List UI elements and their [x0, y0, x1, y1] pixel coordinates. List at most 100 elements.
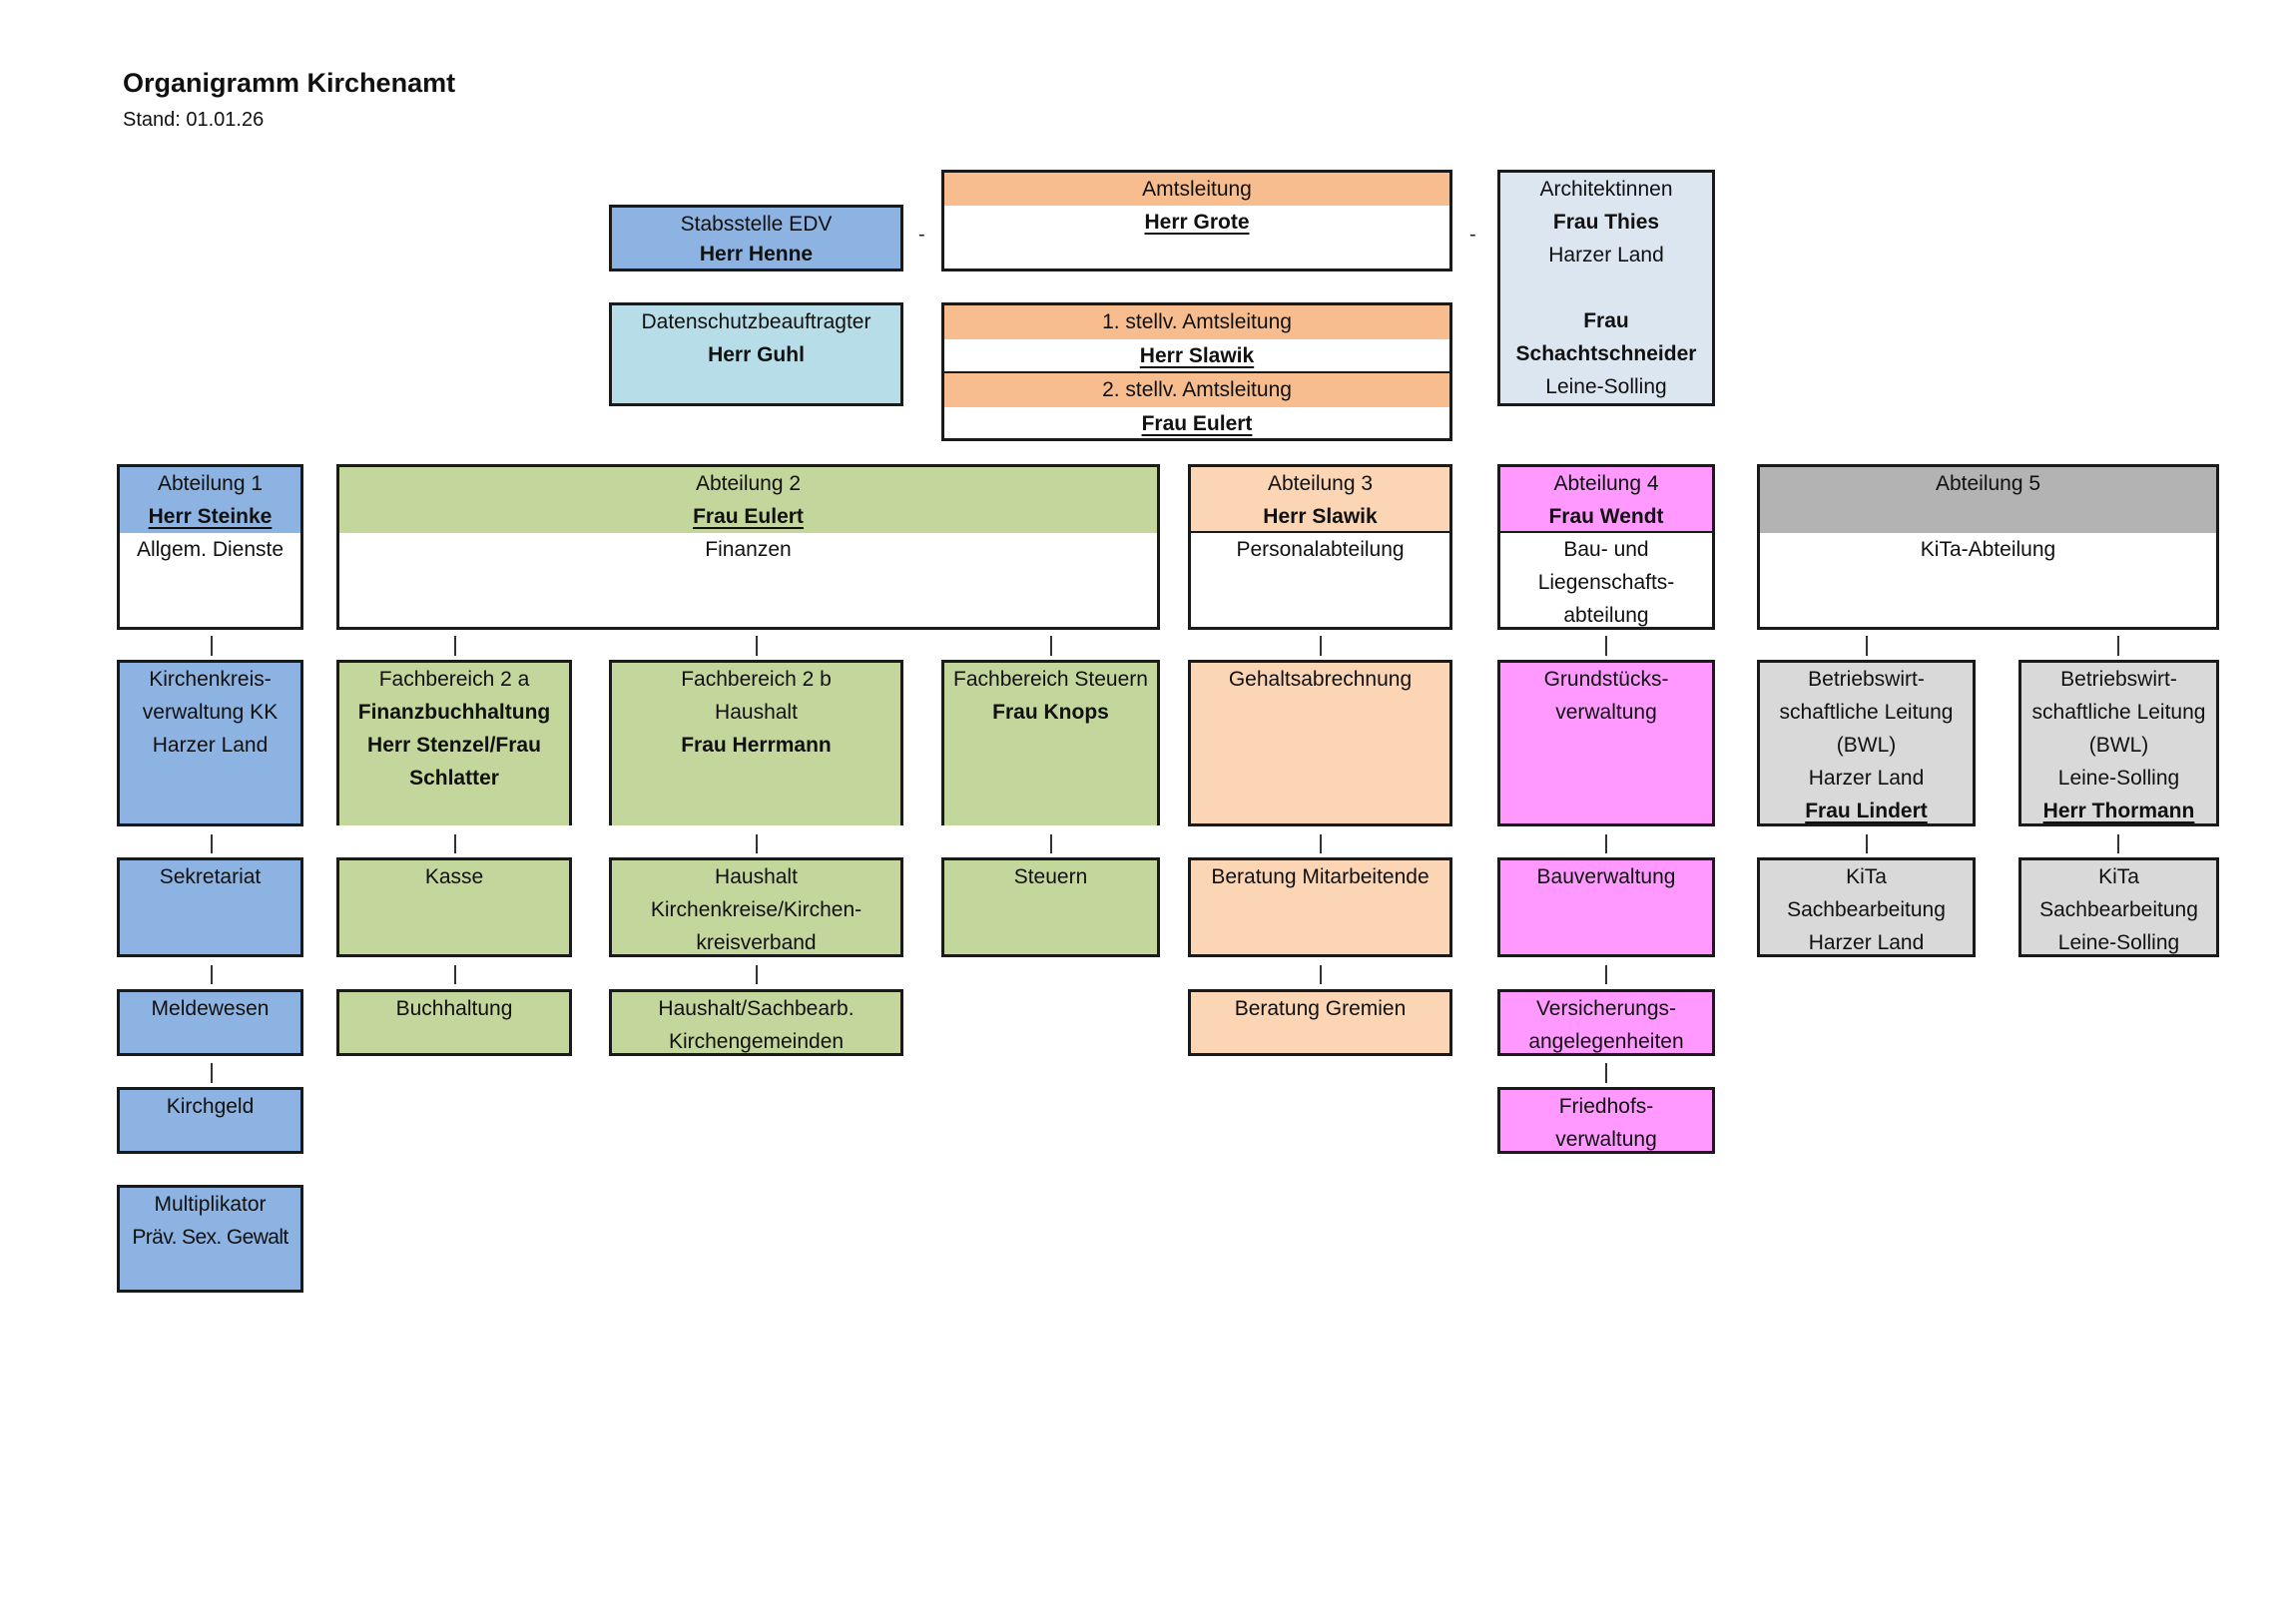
haushalt-kirchenkreise-box[interactable]: Haushalt Kirchenkreise/Kirchen- kreisver… [609, 857, 903, 957]
connector-line [756, 965, 758, 984]
friedhofsverwaltung-box[interactable]: Friedhofs- verwaltung [1497, 1087, 1715, 1154]
fachbereich-2b-box[interactable]: Fachbereich 2 b Haushalt Frau Herrmann [609, 660, 903, 825]
stellv2-title: 2. stellv. Amtsleitung [944, 373, 1449, 407]
bauverwaltung-box[interactable]: Bauverwaltung [1497, 857, 1715, 957]
connector-line [756, 834, 758, 853]
connector-line [1605, 636, 1607, 656]
haushalt-kirchengemeinden-box[interactable]: Haushalt/Sachbearb. Kirchengemeinden [609, 989, 903, 1056]
unit-line: Multiplikator [154, 1193, 267, 1216]
connector-line [1320, 636, 1322, 656]
buchhaltung-box[interactable]: Buchhaltung [336, 989, 572, 1056]
stellv-amtsleitung-box[interactable]: 1. stellv. Amtsleitung Herr Slawik 2. st… [941, 302, 1452, 441]
unit-line: Betriebswirt- [2060, 668, 2177, 691]
unit-line: verwaltung [1555, 701, 1657, 724]
unit-title: Fachbereich 2 b [681, 668, 832, 691]
connector-line [454, 636, 456, 656]
kirchgeld-box[interactable]: Kirchgeld [117, 1087, 303, 1154]
unit-line: Haushalt [715, 865, 798, 888]
bwl-harzer-land-box[interactable]: Betriebswirt- schaftliche Leitung (BWL) … [1757, 660, 1976, 826]
dept-title: Abteilung 4 [1553, 472, 1659, 495]
unit-title: Buchhaltung [395, 997, 513, 1020]
person-name: Frau Lindert [1805, 800, 1928, 822]
dept-head: Frau Wendt [1548, 505, 1664, 528]
abteilung-3-box[interactable]: Abteilung 3 Herr Slawik Personalabteilun… [1188, 464, 1452, 630]
unit-line: Leine-Solling [2057, 931, 2180, 954]
unit-line: Grundstücks- [1543, 668, 1669, 691]
datenschutz-box[interactable]: Datenschutzbeauftragter Herr Guhl [609, 302, 903, 406]
dept-header: Abteilung 2 Frau Eulert [339, 467, 1157, 533]
dept-name-line: abteilung [1563, 604, 1649, 627]
unit-line: verwaltung KK [142, 701, 279, 724]
dept-title: Abteilung 5 [1935, 472, 2041, 495]
connector-line [1605, 1063, 1607, 1083]
person-name: Schlatter [409, 767, 499, 790]
unit-line: Präv. Sex. Gewalt [132, 1226, 288, 1249]
meldewesen-box[interactable]: Meldewesen [117, 989, 303, 1056]
connector-line [211, 834, 213, 853]
unit-line: Betriebswirt- [1808, 668, 1925, 691]
dept-head: Herr Slawik [1263, 505, 1378, 528]
person-name: Herr Grote [1144, 211, 1250, 234]
unit-line: Harzer Land [1808, 767, 1925, 790]
unit-title: Kirchgeld [166, 1095, 255, 1118]
bwl-leine-solling-box[interactable]: Betriebswirt- schaftliche Leitung (BWL) … [2018, 660, 2219, 826]
kita-leine-solling-box[interactable]: KiTa Sachbearbeitung Leine-Solling [2018, 857, 2219, 957]
kita-harzer-land-box[interactable]: KiTa Sachbearbeitung Harzer Land [1757, 857, 1976, 957]
unit-line: Kirchenkreise/Kirchen- [650, 898, 862, 921]
unit-line: Leine-Solling [2057, 767, 2180, 790]
person-name: Herr Thormann [2042, 800, 2195, 822]
person-name: Herr Slawik [1139, 344, 1255, 367]
dept-name-line: Liegenschafts- [1537, 571, 1675, 594]
unit-title: Sekretariat [159, 865, 262, 888]
sekretariat-box[interactable]: Sekretariat [117, 857, 303, 957]
amtsleitung-box[interactable]: Amtsleitung Herr Grote [941, 170, 1452, 271]
unit-line: Sachbearbeitung [2039, 898, 2198, 921]
connector-line [1866, 636, 1868, 656]
unit-line: KiTa [2098, 865, 2139, 888]
unit-line: schaftliche Leitung [1779, 701, 1954, 724]
stabsstelle-edv-box[interactable]: Stabsstelle EDV Herr Henne [609, 205, 903, 271]
stellv1-person: Herr Slawik [944, 339, 1449, 373]
unit-title: Gehaltsabrechnung [1228, 668, 1413, 691]
connector-line [756, 636, 758, 656]
connector-line [454, 834, 456, 853]
unit-subtitle: Finanzbuchhaltung [357, 701, 551, 724]
box-title: Stabsstelle EDV [680, 213, 833, 236]
versicherungsangelegenheiten-box[interactable]: Versicherungs- angelegenheiten [1497, 989, 1715, 1056]
person-name: Schachtschneider [1515, 342, 1697, 365]
multiplikator-box[interactable]: Multiplikator Präv. Sex. Gewalt [117, 1185, 303, 1293]
connector-dash: - [918, 224, 925, 246]
dept-header: Abteilung 5 [1760, 467, 2216, 533]
unit-line: Sachbearbeitung [1787, 898, 1946, 921]
unit-title: Fachbereich Steuern [953, 668, 1148, 691]
connector-line [1050, 834, 1052, 853]
unit-title: Kasse [424, 865, 484, 888]
architektinnen-box[interactable]: Architektinnen Frau Thies Harzer Land Fr… [1497, 170, 1715, 406]
beratung-mitarbeitende-box[interactable]: Beratung Mitarbeitende [1188, 857, 1452, 957]
abteilung-2-box[interactable]: Abteilung 2 Frau Eulert Finanzen [336, 464, 1160, 630]
kasse-box[interactable]: Kasse [336, 857, 572, 957]
fachbereich-steuern-box[interactable]: Fachbereich Steuern Frau Knops [941, 660, 1160, 825]
connector-dash: - [1469, 224, 1476, 246]
dept-title: Abteilung 3 [1267, 472, 1374, 495]
region-label: Harzer Land [1548, 244, 1664, 267]
connector-line [2117, 834, 2119, 853]
person-name: Frau Knops [992, 701, 1109, 724]
abteilung-5-box[interactable]: Abteilung 5 KiTa-Abteilung [1757, 464, 2219, 630]
gehaltsabrechnung-box[interactable]: Gehaltsabrechnung [1188, 660, 1452, 826]
unit-title: Steuern [1013, 865, 1088, 888]
kirchenkreisverwaltung-box[interactable]: Kirchenkreis- verwaltung KK Harzer Land [117, 660, 303, 826]
grundstuecksverwaltung-box[interactable]: Grundstücks- verwaltung [1497, 660, 1715, 826]
person-name: Herr Guhl [708, 343, 805, 366]
beratung-gremien-box[interactable]: Beratung Gremien [1188, 989, 1452, 1056]
abteilung-1-box[interactable]: Abteilung 1 Herr Steinke Allgem. Dienste [117, 464, 303, 630]
fachbereich-2a-box[interactable]: Fachbereich 2 a Finanzbuchhaltung Herr S… [336, 660, 572, 825]
connector-line [1605, 965, 1607, 984]
stellv1-title: 1. stellv. Amtsleitung [944, 305, 1449, 339]
abteilung-4-box[interactable]: Abteilung 4 Frau Wendt Bau- und Liegensc… [1497, 464, 1715, 630]
connector-line [1050, 636, 1052, 656]
unit-line: Harzer Land [152, 734, 269, 757]
steuern-box[interactable]: Steuern [941, 857, 1160, 957]
connector-line [1866, 834, 1868, 853]
person-name: Frau [1583, 309, 1629, 332]
